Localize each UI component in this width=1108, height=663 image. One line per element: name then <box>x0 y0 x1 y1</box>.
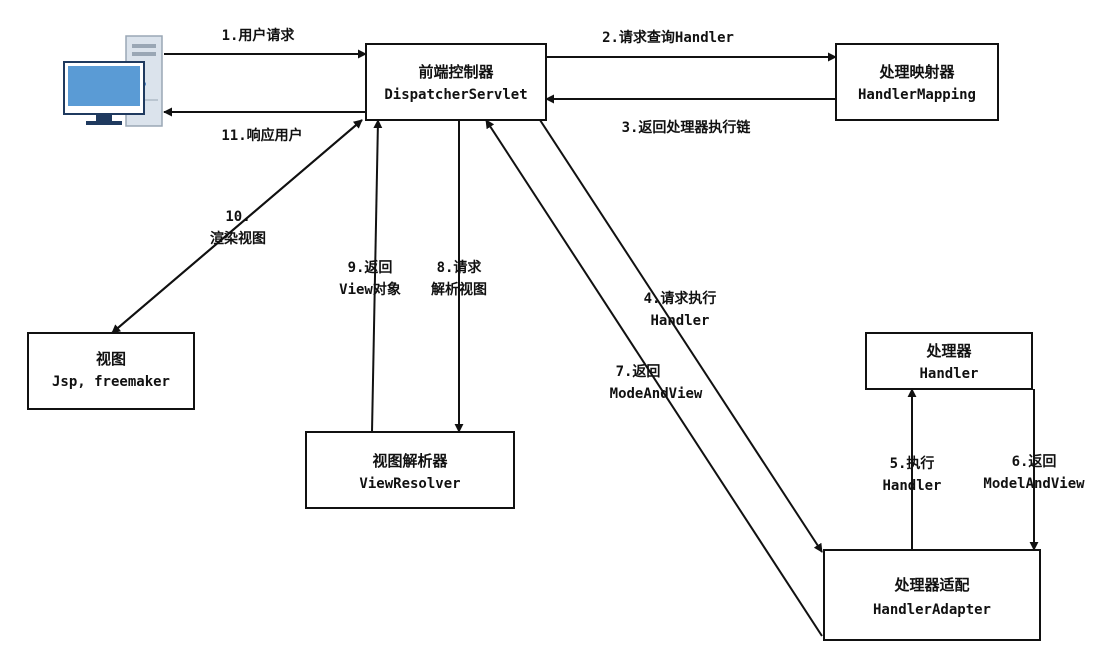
node-subtitle: Handler <box>919 366 978 382</box>
node-title: 处理器适配 <box>893 576 969 594</box>
node-box <box>27 332 195 410</box>
edge-label-8-line2: 解析视图 <box>431 281 487 298</box>
edge-label-6-line2: ModelAndView <box>983 476 1085 492</box>
edge-4-execute-handler <box>539 119 823 553</box>
edge-label-9-line2: View对象 <box>339 281 401 298</box>
edge-label-8-line1: 8.请求 <box>437 259 483 276</box>
node-box <box>835 43 999 121</box>
node-subtitle: Jsp, freemaker <box>52 374 170 390</box>
node-view-resolver: 视图解析器 ViewResolver <box>305 431 515 509</box>
edge-label-9-line1: 9.返回 <box>348 259 393 276</box>
node-title: 视图解析器 <box>372 452 448 470</box>
edge-9-return-view <box>371 119 383 433</box>
node-handler: 处理器 Handler <box>865 332 1033 390</box>
edge-label-7-line1: 7.返回 <box>616 363 661 380</box>
computer-icon <box>63 35 163 127</box>
node-box <box>865 332 1033 390</box>
node-title: 视图 <box>96 350 126 368</box>
edge-label-11: 11.响应用户 <box>221 127 302 144</box>
edge-label-3: 3.返回处理器执行链 <box>622 119 752 136</box>
node-subtitle: ViewResolver <box>359 476 460 492</box>
node-subtitle: DispatcherServlet <box>384 87 527 103</box>
node-title: 处理映射器 <box>878 63 955 81</box>
node-box <box>305 431 515 509</box>
edge-label-4-line1: 4.请求执行 <box>644 290 717 307</box>
edge-10-render-view-back <box>111 119 363 334</box>
node-dispatcher-servlet: 前端控制器 DispatcherServlet <box>365 43 547 121</box>
edge-label-6-line1: 6.返回 <box>1012 453 1057 470</box>
node-title: 前端控制器 <box>418 63 494 81</box>
node-box <box>365 43 547 121</box>
node-subtitle: HandlerMapping <box>858 87 976 103</box>
node-view: 视图 Jsp, freemaker <box>27 332 195 410</box>
edge-label-5-line1: 5.执行 <box>890 455 935 472</box>
node-subtitle: HandlerAdapter <box>873 602 991 618</box>
edge-label-10-line1: 10. <box>225 209 250 225</box>
edge-label-1: 1.用户请求 <box>222 27 296 44</box>
edge-7-return-modelandview <box>485 119 823 637</box>
edge-label-10-line2: 渲染视图 <box>210 230 266 247</box>
node-title: 处理器 <box>925 342 972 360</box>
edge-label-5-line2: Handler <box>882 478 941 494</box>
node-box <box>823 549 1041 641</box>
edge-label-2: 2.请求查询Handler <box>602 29 734 46</box>
edge-label-4-line2: Handler <box>650 313 709 329</box>
node-handler-mapping: 处理映射器 HandlerMapping <box>835 43 999 121</box>
node-handler-adapter: 处理器适配 HandlerAdapter <box>823 549 1041 641</box>
edge-label-7-line2: ModeAndView <box>610 386 703 402</box>
